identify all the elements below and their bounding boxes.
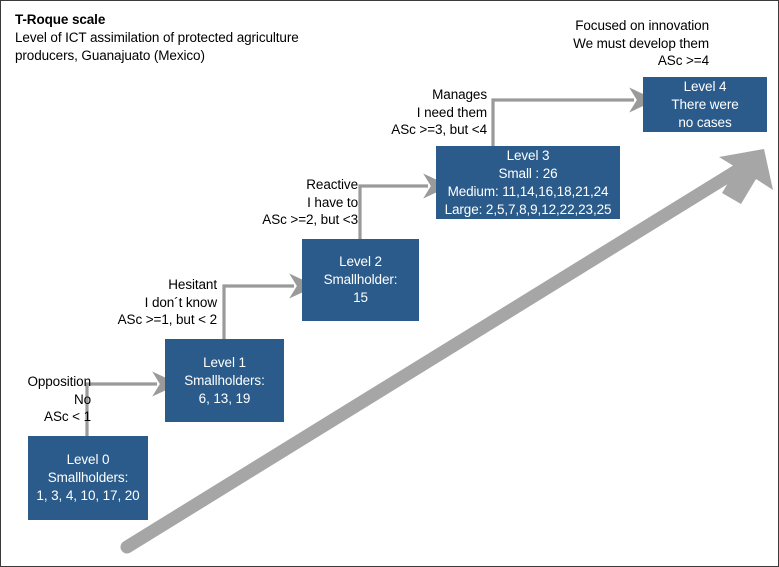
level-4-box[interactable]: Level 4 There were no cases (643, 77, 767, 132)
level-4-line3: no cases (678, 114, 732, 130)
connector-level2-to-level3 (358, 173, 451, 240)
transition-to-level2-line1: Hesitant (168, 277, 217, 292)
level-1-line1: Level 1 (203, 354, 246, 370)
level-0-box[interactable]: Level 0 Smallholders: 1, 3, 4, 10, 17, 2… (28, 436, 148, 520)
transition-to-level4-line1: Manages (432, 87, 487, 102)
level-3-line3: Medium: 11,14,16,18,21,24 (447, 183, 609, 199)
transition-label-to-level2: Hesitant I don´t know ASc >=1, but < 2 (109, 276, 217, 329)
level-1-line3: 6, 13, 19 (198, 390, 251, 406)
transition-to-level4-line3: ASc >=3, but <4 (391, 122, 487, 137)
level-1-box[interactable]: Level 1 Smallholders: 6, 13, 19 (165, 339, 284, 422)
level-0-line3: 1, 3, 4, 10, 17, 20 (36, 488, 140, 503)
transition-at-level4-line1: Focused on innovation (575, 18, 709, 33)
level-1-line2: Smallholders: (184, 372, 265, 388)
transition-to-level2-line2: I don´t know (144, 294, 217, 310)
connector-level0-to-level1 (85, 371, 180, 437)
level-0-line1: Level 0 (66, 452, 110, 467)
transition-at-level4-line3: ASc >=4 (657, 53, 709, 68)
level-0-line2: Smallholders: (47, 470, 129, 485)
transition-to-level3-line3: ASc >=2, but <3 (262, 212, 358, 227)
connector-level3-to-level4 (491, 87, 657, 147)
level-3-line2: Small : 26 (498, 165, 558, 181)
transition-label-at-level4: Focused on innovation We must develop th… (541, 17, 709, 70)
connector-level1-to-level2 (222, 273, 317, 339)
level-2-line2: Smallholder: (323, 272, 398, 287)
level-2-line3: 15 (353, 290, 368, 305)
level-2-line1: Level 2 (339, 254, 382, 269)
level-2-box[interactable]: Level 2 Smallholder: 15 (302, 239, 419, 321)
title-subtitle-line1: Level of ICT assimilation of protected a… (15, 30, 299, 45)
level-3-line4: Large: 2,5,7,8,9,12,22,23,25 (444, 201, 612, 217)
level-4-line1: Level 4 (683, 78, 727, 94)
transition-to-level3-line1: Reactive (306, 177, 358, 192)
transition-label-to-level1: Opposition No ASc < 1 (1, 373, 91, 426)
transition-to-level1-line1: Opposition (27, 374, 91, 389)
level-3-line1: Level 3 (506, 147, 550, 163)
level-4-line2: There were (671, 96, 739, 112)
level-3-box[interactable]: Level 3 Small : 26 Medium: 11,14,16,18,2… (436, 146, 620, 219)
transition-to-level1-line3: ASc < 1 (44, 409, 91, 424)
transition-to-level3-line2: I have to (307, 194, 358, 210)
transition-to-level1-line2: No (73, 391, 91, 407)
transition-to-level2-line3: ASc >=1, but < 2 (117, 312, 217, 327)
transition-label-to-level4: Manages I need them ASc >=3, but <4 (377, 86, 487, 139)
transition-at-level4-line2: We must develop them (573, 35, 709, 51)
transition-to-level4-line2: I need them (416, 104, 487, 120)
title-subtitle-line2: producers, Guanajuato (Mexico) (15, 48, 205, 63)
page-title: T-Roque scale Level of ICT assimilation … (15, 11, 435, 65)
transition-label-to-level3: Reactive I have to ASc >=2, but <3 (244, 176, 358, 229)
title-heading: T-Roque scale (15, 12, 106, 27)
